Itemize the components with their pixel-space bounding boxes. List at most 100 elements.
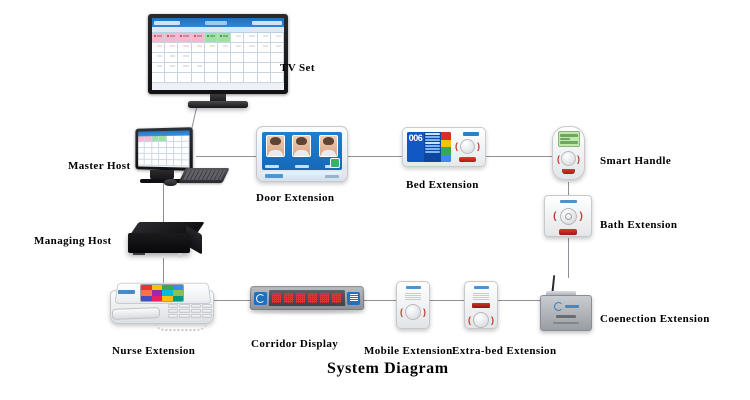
device-connection-extension[interactable] <box>536 274 600 333</box>
call-knob-button[interactable] <box>405 304 421 320</box>
call-knob-button[interactable] <box>561 151 576 166</box>
label-master-host: Master Host <box>68 160 131 172</box>
led-character <box>295 293 306 303</box>
grid-cell <box>204 63 218 73</box>
label-corridor-display: Corridor Display <box>251 338 339 350</box>
tv-schedule-grid <box>152 33 284 83</box>
left-bracket-icon: ( <box>557 153 560 164</box>
diagram-title: System Diagram <box>327 360 449 377</box>
device-master-host[interactable] <box>126 127 230 190</box>
keypad-key[interactable] <box>168 304 179 308</box>
nurse-phone-keypad[interactable] <box>168 304 212 318</box>
label-tv-set: TV Set <box>280 62 315 74</box>
master-host-base <box>140 179 184 183</box>
speaker-grille-icon <box>473 293 489 300</box>
label-bath-extension: Bath Extension <box>600 219 678 231</box>
call-knob-button[interactable] <box>460 138 475 154</box>
label-door-extension: Door Extension <box>256 192 335 204</box>
tv-stand-neck <box>210 94 226 101</box>
grid-cell <box>257 33 271 43</box>
grid-cell <box>191 63 205 73</box>
device-managing-host[interactable] <box>128 222 206 264</box>
right-bracket-icon: ) <box>491 315 494 325</box>
right-bracket-icon: ) <box>579 211 583 222</box>
device-mobile-extension[interactable]: ( ) <box>396 281 432 333</box>
right-bracket-icon: ) <box>477 141 480 152</box>
keypad-key[interactable] <box>190 314 201 318</box>
connector-bed-extension-to-smart-handle <box>486 156 554 157</box>
patient-portrait <box>292 135 312 157</box>
device-spec-text <box>553 322 579 324</box>
emergency-button[interactable] <box>459 156 476 162</box>
managing-host-front-face <box>128 233 190 257</box>
patient-portrait <box>319 135 339 157</box>
nurse-phone-screen <box>140 284 184 302</box>
left-bracket-icon: ( <box>400 307 403 317</box>
door-extension-brandbar <box>262 172 342 180</box>
corridor-side-indicator <box>346 291 361 305</box>
brand-logo-icon <box>118 290 135 294</box>
grid-cell <box>191 53 205 63</box>
call-knob-row[interactable]: ( ) <box>557 151 580 166</box>
grid-cell <box>244 53 258 63</box>
keypad-key[interactable] <box>168 309 179 313</box>
grid-cell <box>178 53 192 63</box>
device-extra-bed-extension[interactable]: ( ) <box>464 281 500 333</box>
tv-screen-toolbar <box>152 18 284 27</box>
call-knob-row[interactable]: ( ) <box>400 304 426 320</box>
grid-cell <box>244 43 258 53</box>
grid-cell <box>257 63 271 73</box>
right-bracket-icon: ) <box>423 307 426 317</box>
grid-cell <box>152 33 166 43</box>
device-nurse-extension[interactable] <box>110 280 216 336</box>
keypad-key[interactable] <box>201 309 212 313</box>
grid-cell <box>191 43 205 53</box>
grid-cell <box>244 63 258 73</box>
grid-cell <box>217 53 232 63</box>
mouse[interactable] <box>164 179 177 186</box>
device-bed-extension[interactable]: 006 ( ) <box>402 127 486 179</box>
device-door-extension[interactable] <box>256 126 348 188</box>
keypad-key[interactable] <box>190 309 201 313</box>
keypad-key[interactable] <box>179 314 190 318</box>
keypad-key[interactable] <box>179 309 190 313</box>
label-bed-extension: Bed Extension <box>406 179 479 191</box>
call-knob-button[interactable] <box>473 312 489 328</box>
master-host-stand <box>150 170 174 180</box>
keypad-key[interactable] <box>179 304 190 308</box>
emergency-button[interactable] <box>559 229 577 235</box>
label-mobile-extension: Mobile Extension <box>364 345 453 357</box>
device-bath-extension[interactable]: ( ) <box>544 195 596 243</box>
call-knob-row[interactable]: ( ) <box>468 312 494 328</box>
keyboard[interactable] <box>178 168 230 183</box>
device-corridor-display[interactable] <box>249 286 365 320</box>
device-tv-set[interactable] <box>148 14 288 114</box>
toolbar-title-chip <box>205 20 227 25</box>
label-smart-handle: Smart Handle <box>600 155 672 167</box>
smart-handle-body: ( ) <box>552 126 585 180</box>
bed-info-lines <box>424 132 441 162</box>
nurse-phone-handset[interactable] <box>111 307 161 320</box>
keypad-key[interactable] <box>201 304 212 308</box>
portrait-captions <box>265 165 339 169</box>
grid-cell <box>257 53 271 63</box>
call-knob-row[interactable]: ( ) <box>553 208 583 225</box>
tv-screen <box>152 18 284 90</box>
grid-cell <box>152 63 166 73</box>
device-smart-handle[interactable]: ( ) <box>552 126 588 186</box>
call-knob-button[interactable] <box>559 208 577 225</box>
call-knob-row[interactable]: ( ) <box>455 138 480 154</box>
emergency-button[interactable] <box>472 303 490 308</box>
emergency-button[interactable] <box>562 169 575 174</box>
keypad-key[interactable] <box>201 314 212 318</box>
toolbar-logo-chip <box>154 20 180 25</box>
grid-cell <box>217 33 232 43</box>
grid-cell <box>257 73 271 83</box>
keypad-key[interactable] <box>168 314 179 318</box>
grid-cell <box>231 63 245 73</box>
grid-cell <box>270 53 284 63</box>
grid-cell <box>204 43 218 53</box>
keypad-key[interactable] <box>190 304 201 308</box>
bed-extension-body: 006 ( ) <box>402 127 486 167</box>
